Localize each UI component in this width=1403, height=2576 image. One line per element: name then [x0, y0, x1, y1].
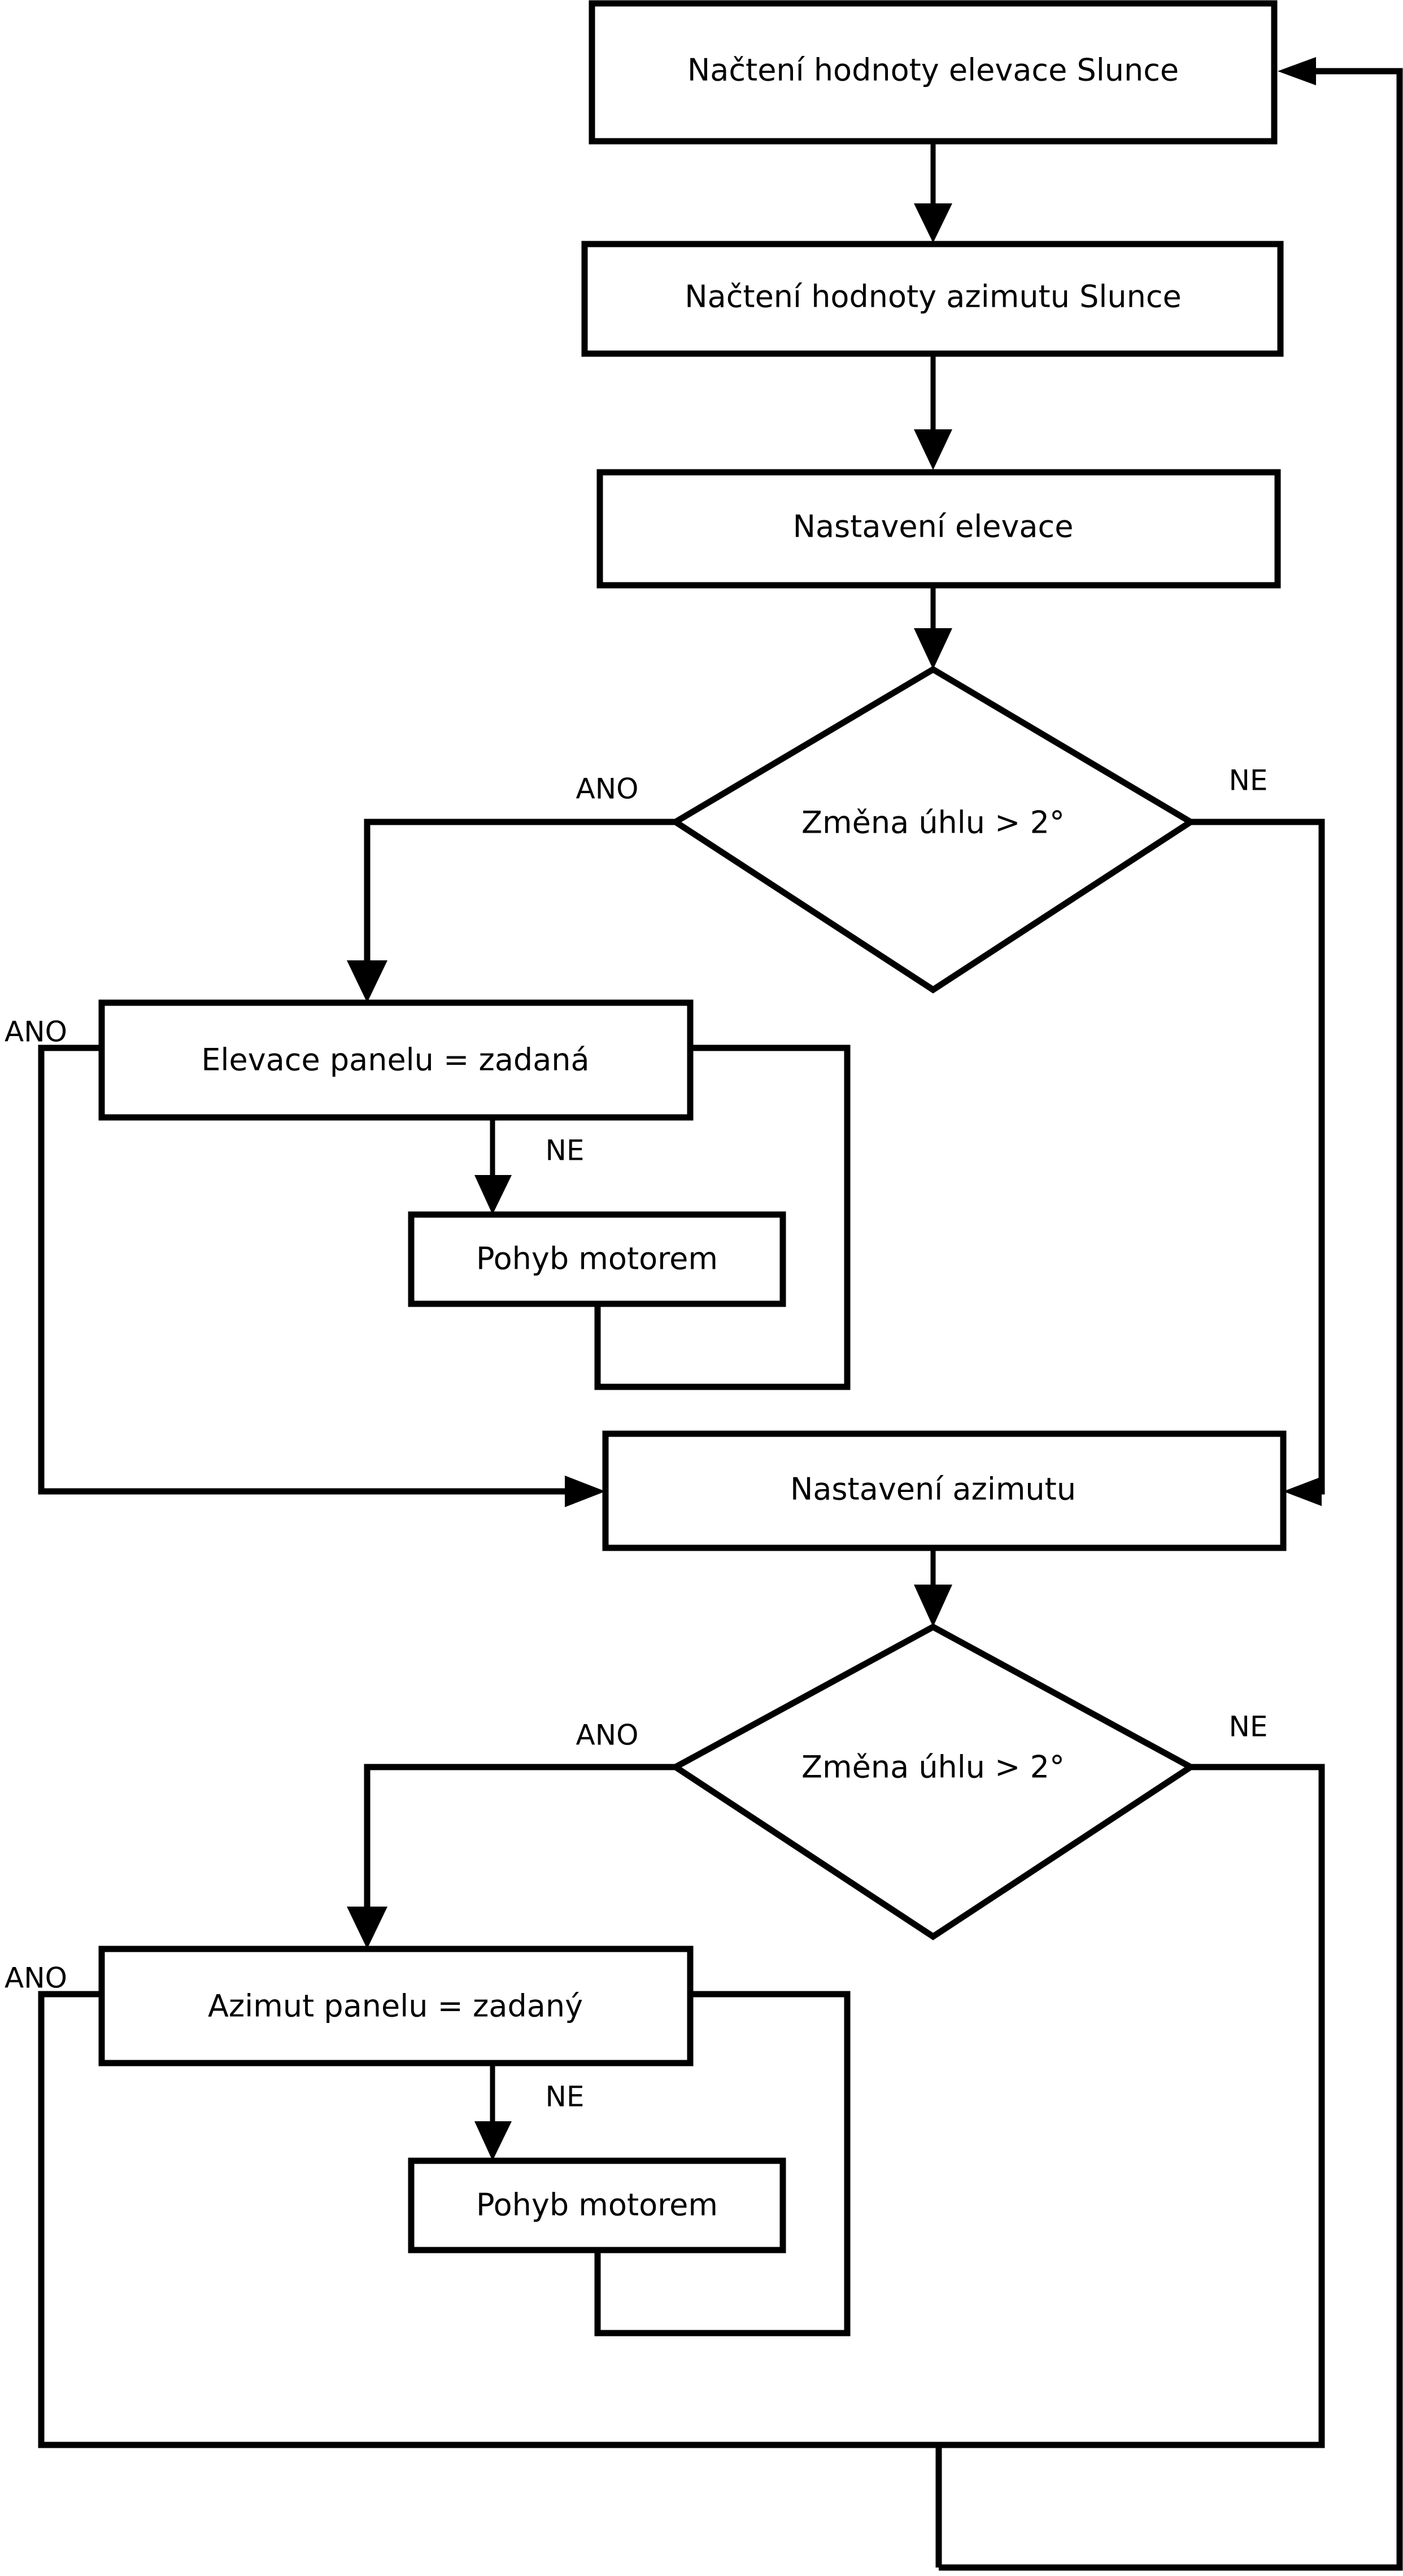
connector-loop-back-to-start — [939, 68, 1403, 2571]
node-motor-move-azimuth-label: Pohyb motorem — [476, 2187, 718, 2223]
node-read-elevation[interactable] — [589, 0, 1278, 145]
node-set-elevation-label: Nastavení elevace — [793, 509, 1074, 545]
edge-label-azimuth-decision-yes: ANO — [576, 1719, 639, 1752]
arrowhead-loop-back-to-start — [1278, 57, 1316, 85]
node-set-elevation[interactable] — [596, 469, 1281, 589]
node-motor-move-elevation-label: Pohyb motorem — [476, 1241, 718, 1277]
arrowhead-decision-elevation-yes — [347, 960, 387, 1003]
arrowhead-read-azimuth — [914, 203, 952, 243]
edge-label-azimuth-panel-yes: ANO — [5, 1962, 67, 1995]
connector-azimuth-motor-loop — [594, 1991, 851, 2336]
connector-decision-azimuth-yes — [364, 1764, 676, 1918]
connector-decision-elevation-no — [1191, 819, 1325, 1495]
connector-decision-elevation-yes — [364, 819, 676, 972]
arrowhead-decision-azimuth-yes — [347, 1907, 387, 1949]
node-panel-elevation-check-label: Elevace panelu = zadaná — [201, 1042, 589, 1078]
arrowhead-decision-azimuth — [914, 1585, 952, 1627]
arrowhead-decision-elevation — [914, 628, 952, 669]
node-decision-azimuth-label: Změna úhlu > 2° — [801, 1750, 1065, 1785]
node-read-azimuth[interactable] — [581, 241, 1284, 357]
edge-label-elevation-panel-yes: ANO — [5, 1016, 67, 1048]
connector-elevation-motor-loop — [594, 1045, 851, 1390]
connector-elevation-panel-yes — [38, 1045, 582, 1495]
node-decision-elevation-label: Změna úhlu > 2° — [801, 805, 1065, 841]
arrowhead-decision-elevation-no — [1283, 1477, 1322, 1506]
node-decision-elevation[interactable] — [669, 665, 1197, 994]
arrowhead-elevation-motor — [474, 1175, 512, 1215]
connector-azimuth-panel-yes — [38, 1991, 939, 2448]
edge-label-azimuth-panel-no: NE — [546, 2081, 585, 2113]
edge-label-elevation-panel-no: NE — [546, 1134, 585, 1167]
node-motor-move-azimuth[interactable] — [408, 2157, 786, 2253]
node-motor-move-elevation[interactable] — [408, 1211, 786, 1307]
node-read-azimuth-label: Načtení hodnoty azimutu Slunce — [685, 279, 1182, 315]
node-read-elevation-label: Načtení hodnoty elevace Slunce — [687, 53, 1179, 88]
arrowhead-set-elevation — [914, 429, 952, 470]
node-panel-elevation-check[interactable] — [98, 999, 694, 1121]
edge-label-elevation-decision-yes: ANO — [576, 773, 639, 806]
node-set-azimuth[interactable] — [602, 1430, 1287, 1551]
edge-label-azimuth-decision-no: NE — [1229, 1711, 1268, 1743]
node-set-azimuth-label: Nastavení azimutu — [790, 1472, 1076, 1507]
arrowhead-elevation-panel-yes — [565, 1476, 605, 1507]
connector-decision-azimuth-no — [935, 1764, 1325, 2568]
node-panel-azimuth-check[interactable] — [98, 1946, 694, 2066]
node-decision-azimuth[interactable] — [669, 1623, 1197, 1940]
node-panel-azimuth-check-label: Azimut panelu = zadaný — [208, 1988, 583, 2024]
edge-label-elevation-decision-no: NE — [1229, 764, 1268, 797]
arrowhead-azimuth-motor — [474, 2121, 512, 2161]
